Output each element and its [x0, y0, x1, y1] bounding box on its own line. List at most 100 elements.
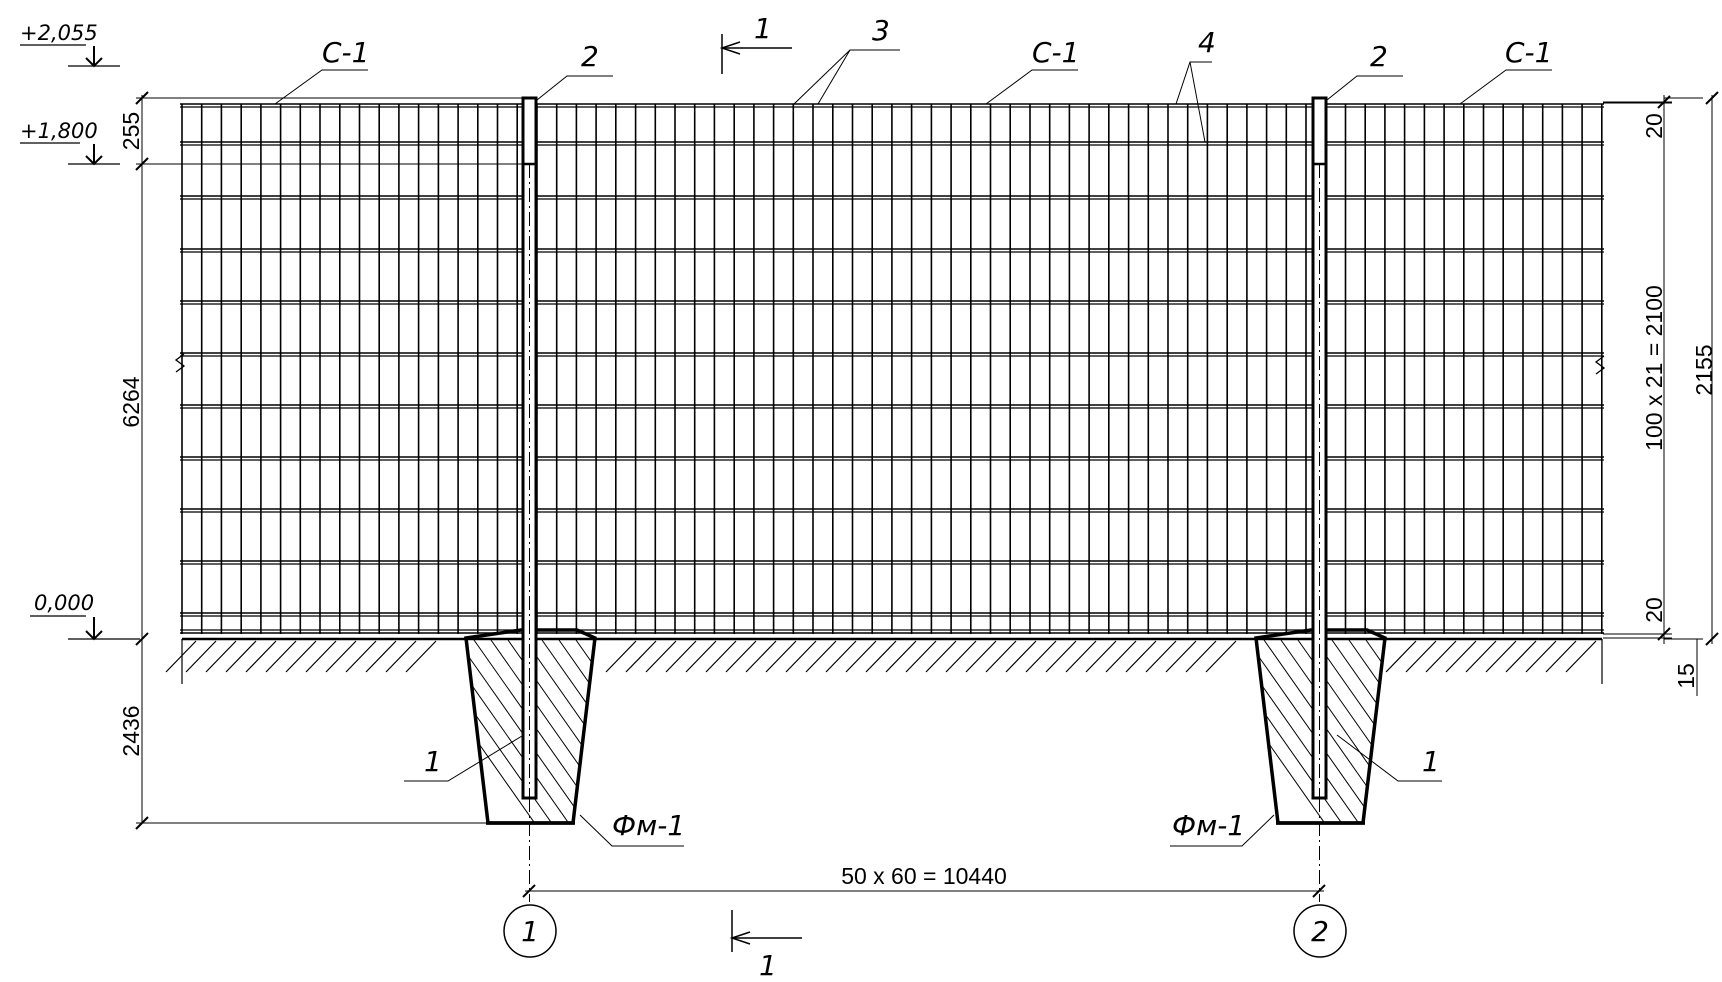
- hatch-line: [405, 640, 437, 673]
- post-1: [521, 96, 538, 800]
- post-2: [1311, 96, 1328, 800]
- hatch-line: [1105, 640, 1137, 673]
- foundation-hatch-line: [1365, 639, 1385, 823]
- dimension-left: 255 6264 2436: [118, 91, 522, 830]
- hatch-line: [1045, 640, 1077, 673]
- hatch-line: [785, 640, 817, 673]
- foundation-item-label-1: 1: [424, 745, 442, 778]
- post-label-1: 2: [581, 40, 599, 73]
- level-mid-text: +1,800: [20, 119, 98, 143]
- callout-wire-3: 3: [793, 14, 900, 105]
- hatch-line: [805, 640, 837, 673]
- dim-embed-depth: 2436: [118, 705, 144, 756]
- hatch-line: [325, 640, 357, 673]
- foundation-2: [1254, 628, 1547, 825]
- foundation-hatch-line: [490, 639, 595, 823]
- hatch-line: [1025, 640, 1057, 673]
- hatch-line: [185, 640, 217, 673]
- callout-post-1: 2: [536, 40, 613, 101]
- hatch-line: [165, 640, 197, 673]
- hatch-line: [265, 640, 297, 673]
- hatch-line: [745, 640, 777, 673]
- callout-wire-4: 4: [1175, 26, 1216, 143]
- hatch-line: [905, 640, 937, 673]
- foundation-hatch-line: [1382, 639, 1385, 823]
- level-zero-text: 0,000: [34, 591, 94, 615]
- dim-post-height: 6264: [118, 376, 144, 427]
- hatch-line: [925, 640, 957, 673]
- break-mark-left: [174, 353, 186, 373]
- hatch-line: [885, 640, 917, 673]
- section-mark-top: 1: [719, 12, 792, 74]
- hatch-line: [825, 640, 857, 673]
- hatch-line: [1445, 640, 1477, 673]
- foundation-hatch-line: [1280, 639, 1385, 823]
- hatch-line: [1205, 640, 1237, 673]
- hatch-line: [1465, 640, 1497, 673]
- hatch-line: [1085, 640, 1117, 673]
- callout-panel-left: С-1: [274, 36, 369, 105]
- hatch-line: [685, 640, 717, 673]
- axis-1-label: 1: [521, 915, 539, 948]
- hatch-line: [1565, 640, 1597, 673]
- hatch-line: [965, 640, 997, 673]
- post-label-2: 2: [1370, 40, 1388, 73]
- hatch-line: [1405, 640, 1437, 673]
- callout-foundation-item-1: 1: [404, 735, 523, 782]
- foundation-hatch-line: [466, 639, 571, 823]
- hatch-line: [985, 640, 1017, 673]
- dim-gap: 15: [1673, 663, 1699, 689]
- panel-label-left: С-1: [322, 36, 369, 69]
- callout-panel-mid: С-1: [985, 36, 1079, 105]
- hatch-line: [765, 640, 797, 673]
- level-mark-mid: +1,800: [20, 119, 120, 166]
- hatch-line: [645, 640, 677, 673]
- foundation-hatch-line: [627, 640, 757, 825]
- hatch-line: [865, 640, 897, 673]
- break-mark-right: [1594, 355, 1606, 375]
- foundation-label-2: Фм-1: [1172, 809, 1245, 842]
- callout-foundation-2: Фм-1: [1170, 809, 1275, 847]
- dim-span: 50 x 60 = 10440: [841, 863, 1007, 889]
- dim-cell-bottom: 20: [1641, 597, 1667, 623]
- dimension-right: 20 100 x 21 = 2100 20 2155 15: [1603, 91, 1719, 696]
- callout-foundation-1: Фм-1: [579, 809, 685, 847]
- callout-foundation-item-2: 1: [1336, 734, 1442, 782]
- dim-panel-height: 2155: [1691, 344, 1717, 395]
- hatch-line: [225, 640, 257, 673]
- hatch-line: [845, 640, 877, 673]
- hatch-line: [705, 640, 737, 673]
- panel-label-mid: С-1: [1032, 36, 1079, 69]
- hatch-line: [665, 640, 697, 673]
- callout-panel-right: С-1: [1459, 36, 1552, 105]
- axis-bubble-1: 1: [503, 904, 557, 958]
- axis-bubble-2: 2: [1293, 904, 1347, 958]
- ground: [165, 637, 1603, 684]
- hatch-line: [365, 640, 397, 673]
- section-bottom-label: 1: [759, 949, 777, 982]
- wire-4-label: 4: [1198, 26, 1216, 59]
- foundation-hatch-line: [1331, 639, 1385, 823]
- dim-top-part: 255: [118, 112, 144, 150]
- hatch-line: [205, 640, 237, 673]
- foundation-label-1: Фм-1: [612, 809, 685, 842]
- hatch-line: [245, 640, 277, 673]
- ground-hatching: [165, 640, 1597, 673]
- foundation-hatch-line: [541, 639, 595, 823]
- callout-post-2: 2: [1326, 40, 1403, 101]
- hatch-line: [345, 640, 377, 673]
- hatch-line: [1525, 640, 1557, 673]
- hatch-line: [625, 640, 657, 673]
- hatch-line: [285, 640, 317, 673]
- foundation-hatch-line: [1417, 640, 1547, 825]
- dim-grid-total: 100 x 21 = 2100: [1641, 285, 1667, 451]
- hatch-line: [1425, 640, 1457, 673]
- dimension-span: 50 x 60 = 10440: [522, 863, 1326, 898]
- foundation-hatch-line: [592, 639, 595, 823]
- hatch-line: [1005, 640, 1037, 673]
- hatch-line: [1185, 640, 1217, 673]
- level-mark-zero: 0,000: [30, 591, 140, 641]
- level-mark-top: +2,055: [20, 21, 120, 68]
- hatch-line: [1125, 640, 1157, 673]
